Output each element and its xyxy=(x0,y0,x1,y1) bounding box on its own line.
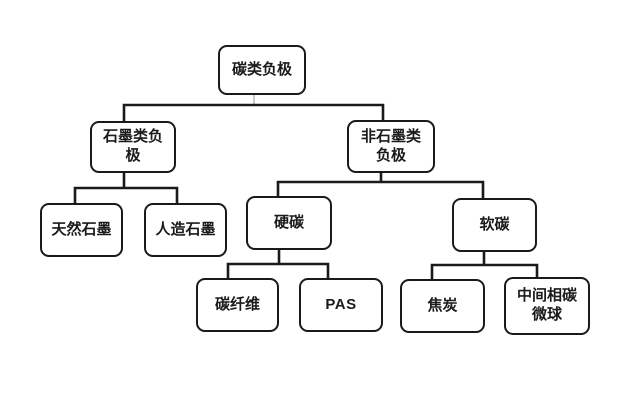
node-pas-label: PAS xyxy=(325,295,357,313)
node-pas: PAS xyxy=(299,278,383,332)
node-carbon-anode-label: 碳类负极 xyxy=(231,61,292,78)
node-coke: 焦炭 xyxy=(400,279,485,333)
node-natural-graphite-label: 天然石墨 xyxy=(51,221,112,238)
node-soft-carbon: 软碳 xyxy=(452,198,537,252)
node-soft-carbon-label: 软碳 xyxy=(479,216,510,233)
node-natural-graphite: 天然石墨 xyxy=(40,203,123,257)
node-carbon-fiber: 碳纤维 xyxy=(196,278,279,332)
connector-graphite-children xyxy=(73,186,179,203)
connector-root-children xyxy=(122,103,385,121)
node-non-graphite-anode: 非石墨类负极 xyxy=(347,120,435,173)
node-carbon-fiber-label: 碳纤维 xyxy=(214,296,260,313)
node-hard-carbon-label: 硬碳 xyxy=(273,214,304,231)
node-coke-label: 焦炭 xyxy=(427,297,458,314)
node-hard-carbon: 硬碳 xyxy=(246,196,332,250)
node-graphite-anode-label: 石墨类负极 xyxy=(102,129,163,164)
node-artificial-graphite: 人造石墨 xyxy=(144,203,227,257)
node-artificial-graphite-label: 人造石墨 xyxy=(155,221,216,238)
node-mesocarbon-microbeads: 中间相碳微球 xyxy=(504,277,590,335)
node-graphite-anode: 石墨类负极 xyxy=(90,121,176,173)
node-carbon-anode: 碳类负极 xyxy=(218,45,306,95)
connector-softcarbon-children xyxy=(430,263,539,279)
connector-nongraphite-children xyxy=(276,180,485,198)
node-mesocarbon-microbeads-label: 中间相碳微球 xyxy=(516,288,577,323)
connector-hardcarbon-children xyxy=(226,262,330,278)
node-non-graphite-anode-label: 非石墨类负极 xyxy=(360,128,421,164)
